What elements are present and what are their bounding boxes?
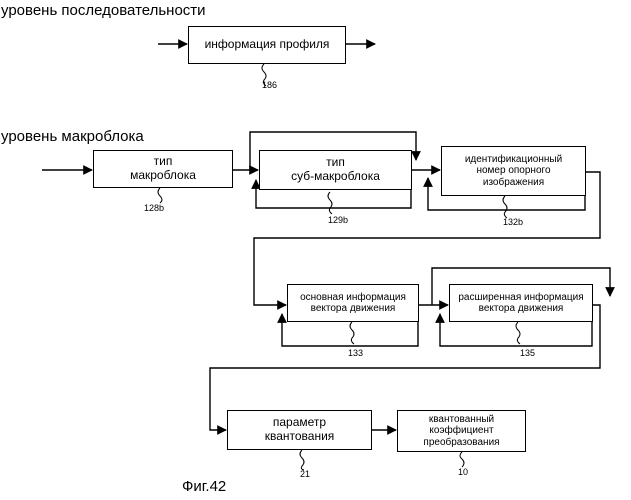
ref-num-186: 186	[262, 80, 277, 90]
ref-num-129b: 129b	[328, 215, 348, 225]
macroblock-level-heading: уровень макроблока	[1, 128, 144, 145]
extended-mv-info-line1: расширенная информация	[458, 292, 583, 304]
ref-leader-10	[460, 452, 464, 467]
sub-macroblock-type-line2: суб-макроблока	[291, 170, 380, 184]
figure-label: Фиг.42	[182, 478, 226, 495]
ref-leader-128b	[158, 188, 162, 203]
basic-mv-info-line1: основная информация	[300, 292, 406, 304]
ref-leader-129b	[328, 192, 332, 214]
quant-param-line1: параметр	[265, 416, 335, 430]
macroblock-type-box: тип макроблока	[93, 150, 233, 188]
basic-mv-info-box: основная информация вектора движения	[287, 284, 419, 322]
ref-num-132b: 132b	[503, 217, 523, 227]
profile-info-line1: информация профиля	[205, 38, 330, 52]
quant-coeff-box: квантованный коэффициент преобразования	[397, 410, 526, 452]
extended-mv-info-box: расширенная информация вектора движения	[449, 284, 593, 322]
ref-picture-id-box: идентификационный номер опорного изображ…	[441, 146, 586, 196]
quant-param-box: параметр квантования	[227, 410, 372, 450]
quant-param-line2: квантования	[265, 430, 335, 444]
macroblock-type-line1: тип	[130, 155, 196, 169]
ref-num-128b: 128b	[144, 203, 164, 213]
extended-mv-info-line2: вектора движения	[458, 303, 583, 315]
ref-picture-id-line3: изображения	[465, 177, 562, 189]
profile-info-box: информация профиля	[188, 26, 346, 64]
ref-picture-id-line1: идентификационный	[465, 154, 562, 166]
ref-leader-135	[516, 322, 520, 344]
macroblock-type-line2: макроблока	[130, 169, 196, 183]
sub-macroblock-type-box: тип суб-макроблока	[259, 150, 412, 190]
ref-num-135: 135	[520, 348, 535, 358]
sequence-level-heading: уровень последовательности	[1, 2, 206, 19]
ref-leader-133	[350, 322, 354, 344]
ref-leader-132b	[503, 196, 507, 218]
sub-macroblock-type-line1: тип	[291, 156, 380, 170]
ref-num-133: 133	[348, 348, 363, 358]
ref-picture-id-line2: номер опорного	[465, 165, 562, 177]
ref-num-21: 21	[300, 469, 310, 479]
quant-coeff-line3: преобразования	[423, 437, 499, 449]
quant-coeff-line2: коэффициент	[423, 425, 499, 437]
quant-coeff-line1: квантованный	[423, 414, 499, 426]
ref-leader-21	[300, 450, 304, 470]
basic-mv-info-line2: вектора движения	[300, 303, 406, 315]
ref-num-10: 10	[458, 467, 468, 477]
